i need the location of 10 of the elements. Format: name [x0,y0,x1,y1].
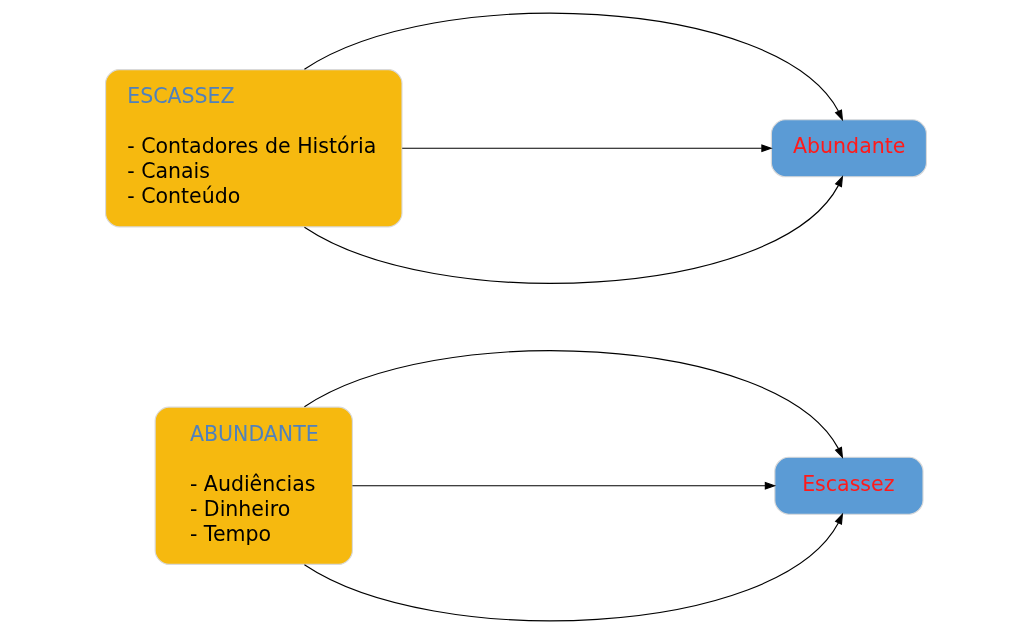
arrow [351,481,776,490]
arrow [303,512,843,622]
arrow [303,12,843,122]
arrow [401,144,773,153]
node-box: Escassez [773,456,924,515]
arrow [303,350,843,459]
arrow [303,175,843,284]
node-box: ESCASSEZ - Contadores de História - Canais - Conteúdo [104,69,403,228]
node-box: Abundante [770,119,927,178]
node-box: ABUNDANTE - Audiências - Dinheiro - Tempo [154,406,353,565]
